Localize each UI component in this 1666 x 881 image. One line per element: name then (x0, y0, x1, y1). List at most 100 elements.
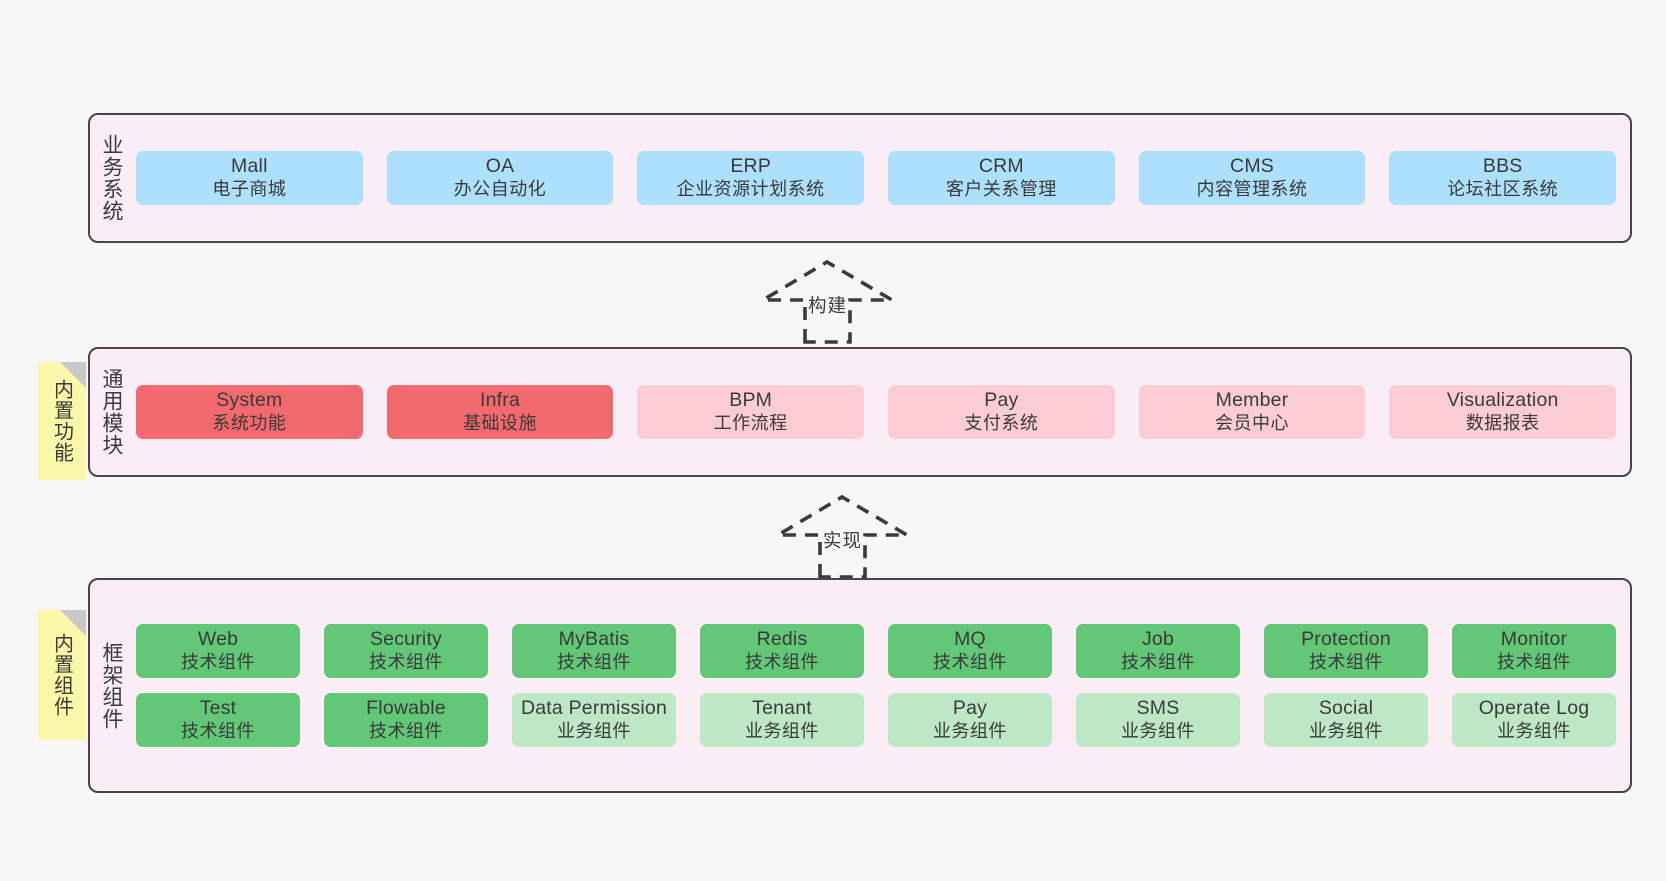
sticky-fold-corner-icon (60, 362, 86, 388)
card-title-cn: 技术组件 (557, 652, 631, 673)
card-title-en: Tenant (752, 697, 812, 719)
card-title-en: Test (199, 697, 237, 719)
card-title-en: SMS (1136, 697, 1180, 719)
card-title-en: Redis (756, 628, 808, 651)
card-title-en: MQ (954, 628, 986, 651)
sticky-note-builtin-components: 内置组件 (38, 610, 86, 740)
card-title-en: Web (197, 628, 239, 651)
connector-implement-label: 实现 (822, 530, 862, 551)
card-title-en: System (216, 389, 283, 412)
card-title-en: CRM (978, 155, 1024, 178)
card-title-cn: 基础设施 (463, 412, 537, 433)
card-title-cn: 企业资源计划系统 (676, 178, 825, 199)
card-title-cn: 客户关系管理 (945, 178, 1057, 199)
card-title-cn: 技术组件 (181, 720, 255, 741)
connector-implement: 实现 (770, 493, 915, 579)
card-title-en: OA (485, 155, 515, 178)
layer-title-modules: 通用模块 (99, 368, 123, 456)
sticky-note-builtin-features: 内置功能 (38, 362, 86, 480)
card-title-cn: 技术组件 (369, 720, 443, 741)
card-title-cn: 会员中心 (1215, 412, 1290, 433)
card-title-en: Job (1141, 628, 1175, 651)
card-title-cn: 办公自动化 (453, 178, 547, 199)
card-title-cn: 内容管理系统 (1196, 178, 1308, 199)
card-title-en: Pay (984, 389, 1019, 412)
card-title-cn: 电子商城 (212, 178, 287, 199)
layer-title-business: 业务系统 (99, 134, 123, 222)
card-title-cn: 业务组件 (1309, 720, 1383, 741)
card-title-cn: 论坛社区系统 (1447, 178, 1559, 199)
card-title-en: Social (1318, 697, 1374, 719)
card-title-cn: 技术组件 (1309, 652, 1383, 673)
card-title-cn: 技术组件 (1497, 652, 1571, 673)
card-title-en: Data Permission (520, 697, 668, 719)
card-title-en: Security (369, 628, 443, 651)
card-title-en: BBS (1482, 155, 1523, 178)
card-title-cn: 技术组件 (369, 652, 443, 673)
card-title-cn: 系统功能 (212, 412, 287, 433)
card-title-en: Mall (231, 155, 268, 178)
card-title-en: Member (1215, 389, 1289, 412)
card-title-cn: 业务组件 (557, 720, 631, 741)
card-title-en: Monitor (1500, 628, 1568, 651)
sticky-fold-corner-icon (60, 610, 86, 636)
card-title-cn: 业务组件 (933, 720, 1007, 741)
card-title-en: Pay (952, 697, 988, 719)
card-title-en: Visualization (1446, 389, 1559, 412)
card-title-en: Protection (1301, 628, 1391, 651)
card-title-cn: 技术组件 (745, 652, 819, 673)
sticky-note-label: 内置组件 (50, 633, 73, 717)
card-title-en: BPM (729, 389, 773, 412)
connector-build-label: 构建 (807, 295, 847, 316)
card-title-cn: 技术组件 (933, 652, 1007, 673)
card-title-cn: 技术组件 (181, 652, 255, 673)
card-title-en: MyBatis (558, 628, 630, 651)
card-title-en: Flowable (366, 697, 446, 719)
card-title-en: Operate Log (1478, 697, 1590, 719)
card-title-cn: 业务组件 (1121, 720, 1195, 741)
sticky-note-label: 内置功能 (50, 379, 73, 463)
card-title-cn: 业务组件 (1497, 720, 1571, 741)
connector-build: 构建 (755, 258, 900, 344)
card-title-cn: 工作流程 (713, 412, 788, 433)
